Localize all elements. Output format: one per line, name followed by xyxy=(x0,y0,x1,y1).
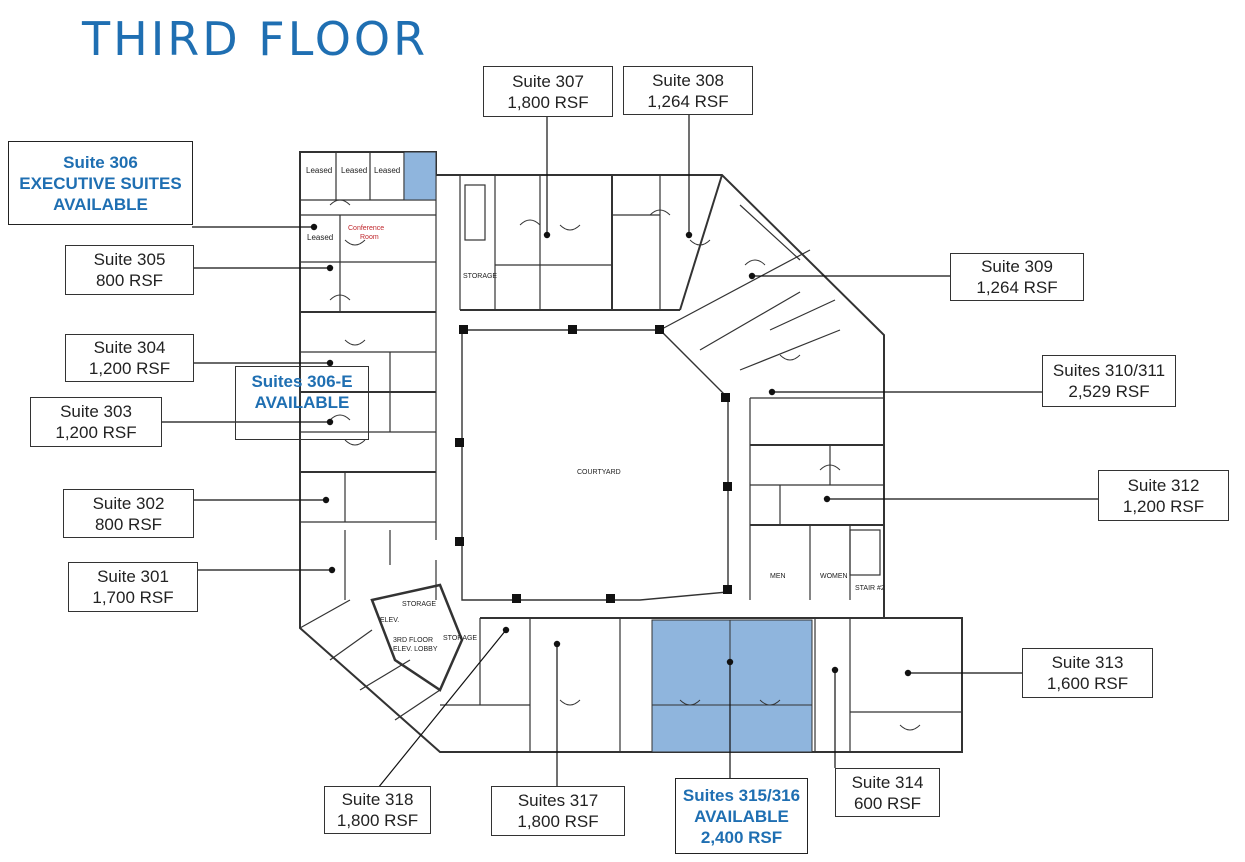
suite-306-type: EXECUTIVE SUITES xyxy=(19,173,182,193)
suite-309-name: Suite 309 xyxy=(981,257,1053,276)
suite-318-label[interactable]: Suite 318 1,800 RSF xyxy=(324,786,431,834)
suite-312-area: 1,200 RSF xyxy=(1122,496,1205,516)
suite-318-name: Suite 318 xyxy=(341,790,414,809)
suite-303-name: Suite 303 xyxy=(60,402,132,421)
suite-314-label[interactable]: Suite 314 600 RSF xyxy=(835,768,940,817)
leased-label-1: Leased xyxy=(306,166,332,175)
courtyard-outline xyxy=(461,329,729,601)
suite-302-area: 800 RSF xyxy=(94,514,163,534)
suite-306e-label[interactable]: Suites 306-E AVAILABLE xyxy=(235,366,369,440)
suite-302-name: Suite 302 xyxy=(92,493,165,513)
suite-305-name: Suite 305 xyxy=(93,250,166,269)
suite-304-label[interactable]: Suite 304 1,200 RSF xyxy=(65,334,194,382)
suite-308-label[interactable]: Suite 308 1,264 RSF xyxy=(623,66,753,115)
leased-label-3: Leased xyxy=(374,166,400,175)
storage-left-label: STORAGE xyxy=(402,601,436,608)
suite-312-name: Suite 312 xyxy=(1127,475,1200,495)
suite-310-311-name: Suites 310/311 xyxy=(1052,361,1166,380)
leased-label-4: Leased xyxy=(307,233,333,242)
suite-305-area: 800 RSF xyxy=(95,271,164,290)
storage-right-label: STORAGE xyxy=(443,635,477,642)
suite-314-area: 600 RSF xyxy=(853,793,922,813)
lobby-label-2: ELEV. LOBBY xyxy=(393,646,438,653)
men-label: MEN xyxy=(770,573,786,580)
women-label: WOMEN xyxy=(820,573,848,580)
suite-313-area: 1,600 RSF xyxy=(1046,674,1129,693)
suite-308-name: Suite 308 xyxy=(652,70,724,90)
suite-313-name: Suite 313 xyxy=(1051,653,1124,672)
suite-307-label[interactable]: Suite 307 1,800 RSF xyxy=(483,66,613,117)
suite-315-316-status: AVAILABLE xyxy=(694,806,789,826)
suite-306-status: AVAILABLE xyxy=(53,194,148,214)
suite-315-316-area: 2,400 RSF xyxy=(700,827,783,847)
suite-315-316-name: Suites 315/316 xyxy=(682,785,801,805)
suite-307-area: 1,800 RSF xyxy=(507,92,589,112)
suite-310-311-label[interactable]: Suites 310/311 2,529 RSF xyxy=(1042,355,1176,407)
leased-label-2: Leased xyxy=(341,166,367,175)
elev-label: ELEV. xyxy=(380,617,399,624)
courtyard-label: COURTYARD xyxy=(577,469,621,476)
suite-306-label[interactable]: Suite 306 EXECUTIVE SUITES AVAILABLE xyxy=(8,141,193,225)
suite-303-label[interactable]: Suite 303 1,200 RSF xyxy=(30,397,162,447)
suite-301-label[interactable]: Suite 301 1,700 RSF xyxy=(68,562,198,612)
storage-top-label: STORAGE xyxy=(463,273,497,280)
suite-313-label[interactable]: Suite 313 1,600 RSF xyxy=(1022,648,1153,698)
suite-317-area: 1,800 RSF xyxy=(517,812,599,831)
suite-306-highlight xyxy=(403,151,437,201)
suite-309-label[interactable]: Suite 309 1,264 RSF xyxy=(950,253,1084,301)
suite-309-area: 1,264 RSF xyxy=(976,278,1058,297)
suite-308-area: 1,264 RSF xyxy=(647,91,729,111)
suite-315-316-label[interactable]: Suites 315/316 AVAILABLE 2,400 RSF xyxy=(675,778,808,854)
conference-label: Conference xyxy=(348,225,384,232)
suite-306e-status: AVAILABLE xyxy=(254,393,350,412)
suite-307-name: Suite 307 xyxy=(512,71,584,91)
suite-304-name: Suite 304 xyxy=(93,338,166,357)
suite-303-area: 1,200 RSF xyxy=(55,423,137,442)
suite-318-area: 1,800 RSF xyxy=(336,811,419,830)
suite-301-area: 1,700 RSF xyxy=(92,588,174,607)
suite-306e-name: Suites 306-E xyxy=(251,372,353,391)
suite-312-label[interactable]: Suite 312 1,200 RSF xyxy=(1098,470,1229,521)
suite-305-label[interactable]: Suite 305 800 RSF xyxy=(65,245,194,295)
suite-302-label[interactable]: Suite 302 800 RSF xyxy=(63,489,194,538)
stair-label: STAIR #2 xyxy=(855,585,885,592)
room-label: Room xyxy=(360,234,379,241)
lobby-label-1: 3RD FLOOR xyxy=(393,637,433,644)
suite-304-area: 1,200 RSF xyxy=(88,359,171,378)
suite-306-name: Suite 306 xyxy=(63,152,138,172)
suite-314-name: Suite 314 xyxy=(851,772,924,792)
suite-317-name: Suites 317 xyxy=(517,791,599,810)
page-title: THIRD FLOOR xyxy=(82,12,429,66)
suite-301-name: Suite 301 xyxy=(97,567,169,586)
suite-317-label[interactable]: Suites 317 1,800 RSF xyxy=(491,786,625,836)
suite-310-311-area: 2,529 RSF xyxy=(1068,382,1150,401)
suite-315-316-highlight xyxy=(651,619,813,753)
